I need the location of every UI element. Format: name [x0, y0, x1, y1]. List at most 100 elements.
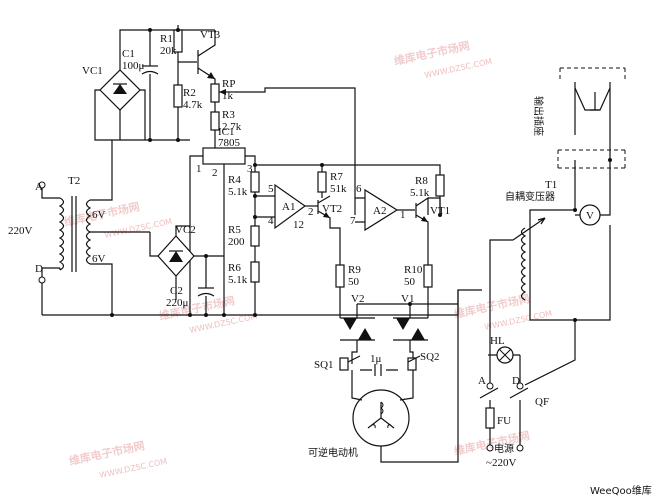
watermark-bottom-right: 维库电子市场网 — [453, 428, 531, 458]
voltmeter: V — [575, 160, 611, 321]
r1-value: 20k — [160, 45, 177, 57]
input-a-label: A — [35, 181, 43, 193]
qf-d-label: D — [512, 375, 520, 387]
fu-label: FU — [497, 415, 511, 427]
r5-label: R5 — [228, 224, 241, 236]
r6-value: 5.1k — [228, 274, 248, 286]
lamp-hl: HL — [488, 335, 520, 364]
v1-label: V1 — [401, 293, 414, 305]
input-d-label: D — [35, 263, 43, 275]
a1-pin2: 2 — [308, 206, 314, 218]
voltmeter-label: V — [586, 210, 594, 222]
a1-label: A1 — [282, 201, 295, 213]
watermark-layer: 维库电子市场网 WWW.DZSC.COM 维库电子市场网 WWW.DZSC.CO… — [63, 38, 553, 480]
capacitor-c2: C2 220μ — [166, 256, 215, 315]
r4-value: 5.1k — [228, 186, 248, 198]
a2-pin6: 6 — [356, 183, 362, 195]
reversible-motor: 可逆电动机 — [308, 290, 459, 463]
fuse-fu: FU 电源 ~220V — [485, 407, 524, 469]
r4-label: R4 — [228, 174, 241, 186]
input-voltage-label: 220V — [8, 225, 33, 237]
a2-label: A2 — [373, 205, 386, 217]
qf-label: QF — [535, 396, 549, 408]
triac-v2: V2 — [340, 293, 375, 364]
v2-label: V2 — [351, 293, 364, 305]
t1-name: 自耦变压器 — [505, 190, 555, 203]
regulator-ic1: IC1 7805 1 2 3 — [189, 126, 256, 315]
r9-label: R9 — [348, 264, 361, 276]
r9-value: 50 — [348, 276, 360, 288]
c1-label: C1 — [122, 48, 135, 60]
r5-value: 200 — [228, 236, 245, 248]
divider-r4-r5-r6: R4 5.1k R5 200 R6 5.1k — [228, 165, 275, 315]
a1-pin12: 12 — [293, 219, 304, 231]
vc1-label: VC1 — [82, 65, 103, 77]
r10-value: 50 — [404, 276, 416, 288]
vt3-label: VT3 — [200, 29, 221, 41]
r2-value: 4.7k — [183, 99, 203, 111]
output-socket: 输出插座 — [532, 67, 626, 169]
rp-value: 1k — [222, 90, 234, 102]
secondary-6v-bottom: 6V — [92, 253, 106, 265]
r3-label: R3 — [222, 109, 235, 121]
triac-v1: V1 — [357, 293, 458, 364]
vc2-label: VC2 — [175, 224, 196, 236]
limit-switches: SQ1 SQ2 1μ — [314, 351, 440, 382]
r1-r2-vt3: R1 20k R2 4.7k VT3 — [160, 25, 221, 140]
watermark-url-top-left: WWW.DZSC.COM — [104, 217, 173, 240]
watermark-url-bottom-left: WWW.DZSC.COM — [99, 457, 168, 480]
r3-value: 2.7k — [222, 121, 242, 133]
rp-r3: RP 1k R3 2.7k — [210, 78, 356, 215]
junction-dots — [110, 28, 612, 322]
ic1-pin2: 2 — [212, 167, 218, 179]
capacitor-c1: C1 100μ — [122, 30, 159, 140]
qf-a-label: A — [478, 375, 486, 387]
motor-label: 可逆电动机 — [308, 446, 358, 459]
bridge-rectifier-vc1: VC1 — [82, 29, 215, 141]
c2-label: C2 — [170, 285, 183, 297]
r6-label: R6 — [228, 262, 241, 274]
vt1-label: VT1 — [430, 205, 450, 217]
ic1-pin1: 1 — [196, 163, 202, 175]
r8-value: 5.1k — [410, 187, 430, 199]
c2-value: 220μ — [166, 297, 189, 309]
rp-label: RP — [222, 78, 235, 90]
secondary-6v-top: 6V — [92, 209, 106, 221]
sq1-label: SQ1 — [314, 359, 334, 371]
opamp-a1: A1 5 4 12 2 — [268, 183, 318, 231]
output-socket-label: 输出插座 — [532, 96, 545, 136]
autotransformer-t1: T1 自耦变压器 — [489, 160, 576, 330]
bridge-rectifier-vc2: VC2 — [149, 224, 224, 300]
r8-vt1: R8 5.1k VT1 — [410, 174, 450, 265]
cap-1u-label: 1μ — [370, 353, 382, 365]
breaker-qf: A D QF — [478, 320, 576, 445]
ic1-label: IC1 — [218, 126, 235, 138]
power-label: 电源 — [494, 442, 514, 455]
r7-vt2: R7 51k VT2 7 — [317, 171, 356, 265]
ic1-value: 7805 — [218, 137, 241, 149]
c1-value: 100μ — [122, 60, 145, 72]
r2-label: R2 — [183, 87, 196, 99]
sq2-label: SQ2 — [420, 351, 440, 363]
a2-pin1: 1 — [400, 209, 406, 221]
ic1-pin3: 3 — [247, 163, 253, 175]
t2-label: T2 — [68, 175, 80, 187]
r10-label: R10 — [404, 264, 423, 276]
r8-label: R8 — [415, 175, 428, 187]
a2-pin7: 7 — [350, 215, 356, 227]
a1-pin5: 5 — [268, 183, 274, 195]
watermark-url-top-right: WWW.DZSC.COM — [424, 57, 493, 80]
t1-label: T1 — [545, 179, 557, 191]
power-voltage: ~220V — [486, 457, 516, 469]
r9-r10: R9 50 R10 50 — [335, 264, 433, 318]
r1-label: R1 — [160, 33, 173, 45]
a1-pin4: 4 — [268, 215, 274, 227]
vt2-label: VT2 — [322, 203, 342, 215]
hl-label: HL — [490, 335, 505, 347]
r7-label: R7 — [330, 171, 343, 183]
footer-brand: WeeQoo维库 — [590, 484, 652, 497]
transformer-t2: A D 220V T2 6V 6V — [8, 140, 150, 315]
opamp-a2: A2 6 1 — [355, 183, 415, 232]
r7-value: 51k — [330, 183, 347, 195]
